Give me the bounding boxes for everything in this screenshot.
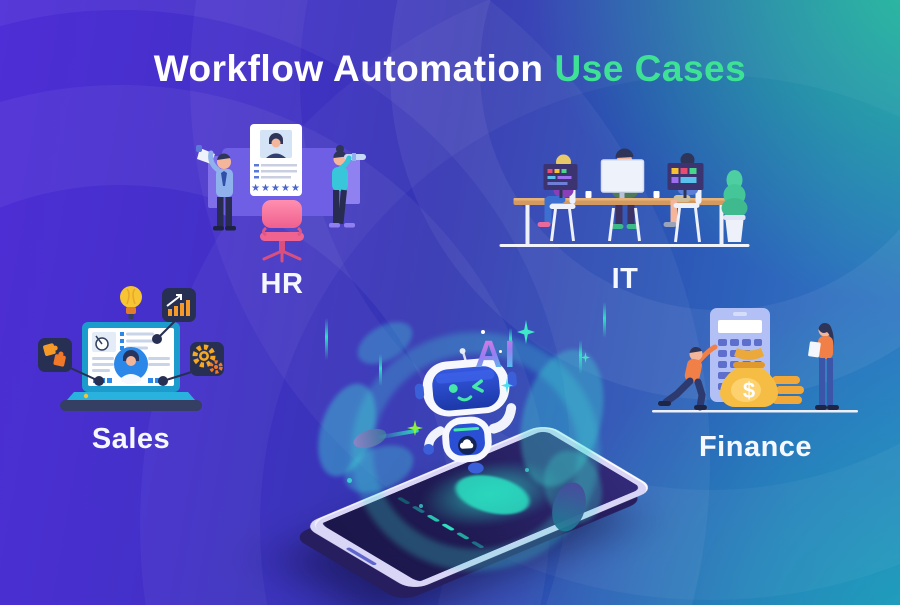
ground-line	[652, 410, 858, 413]
usecase-hr-label: HR	[260, 268, 304, 300]
monitor-center	[600, 159, 645, 198]
glint-dot	[347, 478, 352, 483]
robot-foot	[467, 462, 484, 474]
laptop	[60, 322, 202, 411]
usecase-finance: $ Finance	[648, 302, 863, 464]
potted-plant	[721, 170, 748, 242]
office-chair	[260, 200, 304, 263]
gears-icon	[158, 342, 224, 386]
light-streak	[509, 328, 512, 352]
hr-recruitment-illustration: ★★★★★	[196, 124, 366, 263]
coffee-mug	[653, 191, 660, 198]
recruiter-with-telescope	[329, 145, 366, 228]
money-bag: $	[720, 348, 778, 408]
robot-eye	[448, 384, 458, 393]
coin-stack	[772, 376, 804, 404]
light-streak	[379, 354, 382, 386]
usecase-hr: ★★★★★	[192, 118, 372, 301]
sales-laptop-illustration	[38, 286, 224, 411]
cloud-icon	[459, 439, 474, 449]
it-team-illustration	[499, 148, 750, 247]
sparkle-icon	[517, 320, 535, 344]
lightbulb-icon	[120, 286, 142, 319]
dollar-sign: $	[743, 378, 755, 403]
loading-dashes	[396, 496, 485, 549]
title-main: Workflow Automation	[153, 48, 544, 89]
usecase-sales: Sales	[36, 282, 226, 456]
monitor-right	[667, 163, 704, 198]
speaker-slot	[345, 547, 378, 566]
puzzle-icon	[38, 338, 104, 386]
kneeling-accountant	[658, 344, 718, 411]
finance-illustration: $	[652, 308, 858, 413]
light-streak	[325, 318, 328, 360]
light-streak	[579, 340, 582, 374]
ai-robot	[414, 348, 517, 474]
ground-line	[499, 244, 750, 247]
robot-body	[442, 416, 492, 463]
glint-dot	[525, 468, 529, 472]
title-accent: Use Cases	[554, 48, 747, 89]
ai-smartphone-scene: AI	[295, 290, 657, 605]
star-rating-icon: ★★★★★	[251, 183, 301, 194]
robot-antenna	[459, 348, 468, 364]
usecase-it: IT	[496, 118, 754, 296]
robot-smile	[457, 395, 473, 402]
usecase-finance-label: Finance	[698, 431, 813, 463]
coffee-mug	[585, 191, 592, 198]
usecase-sales-label: Sales	[91, 423, 171, 455]
monitor-left	[543, 164, 578, 198]
light-streak	[603, 302, 606, 338]
usecase-it-label: IT	[611, 263, 639, 295]
standing-analyst	[808, 322, 839, 410]
resume-card: ★★★★★	[250, 124, 302, 196]
recruiter-with-megaphone	[196, 145, 236, 231]
bar-chart-icon	[152, 288, 196, 344]
glint-dot	[499, 350, 502, 353]
ai-badge: AI	[475, 334, 517, 376]
robot-head	[414, 358, 517, 417]
robot-arms	[423, 403, 517, 455]
robot-wink-eye	[472, 379, 484, 393]
sparkle-icon	[581, 352, 590, 363]
glint-dot	[419, 504, 423, 508]
glint-dot	[481, 330, 485, 334]
